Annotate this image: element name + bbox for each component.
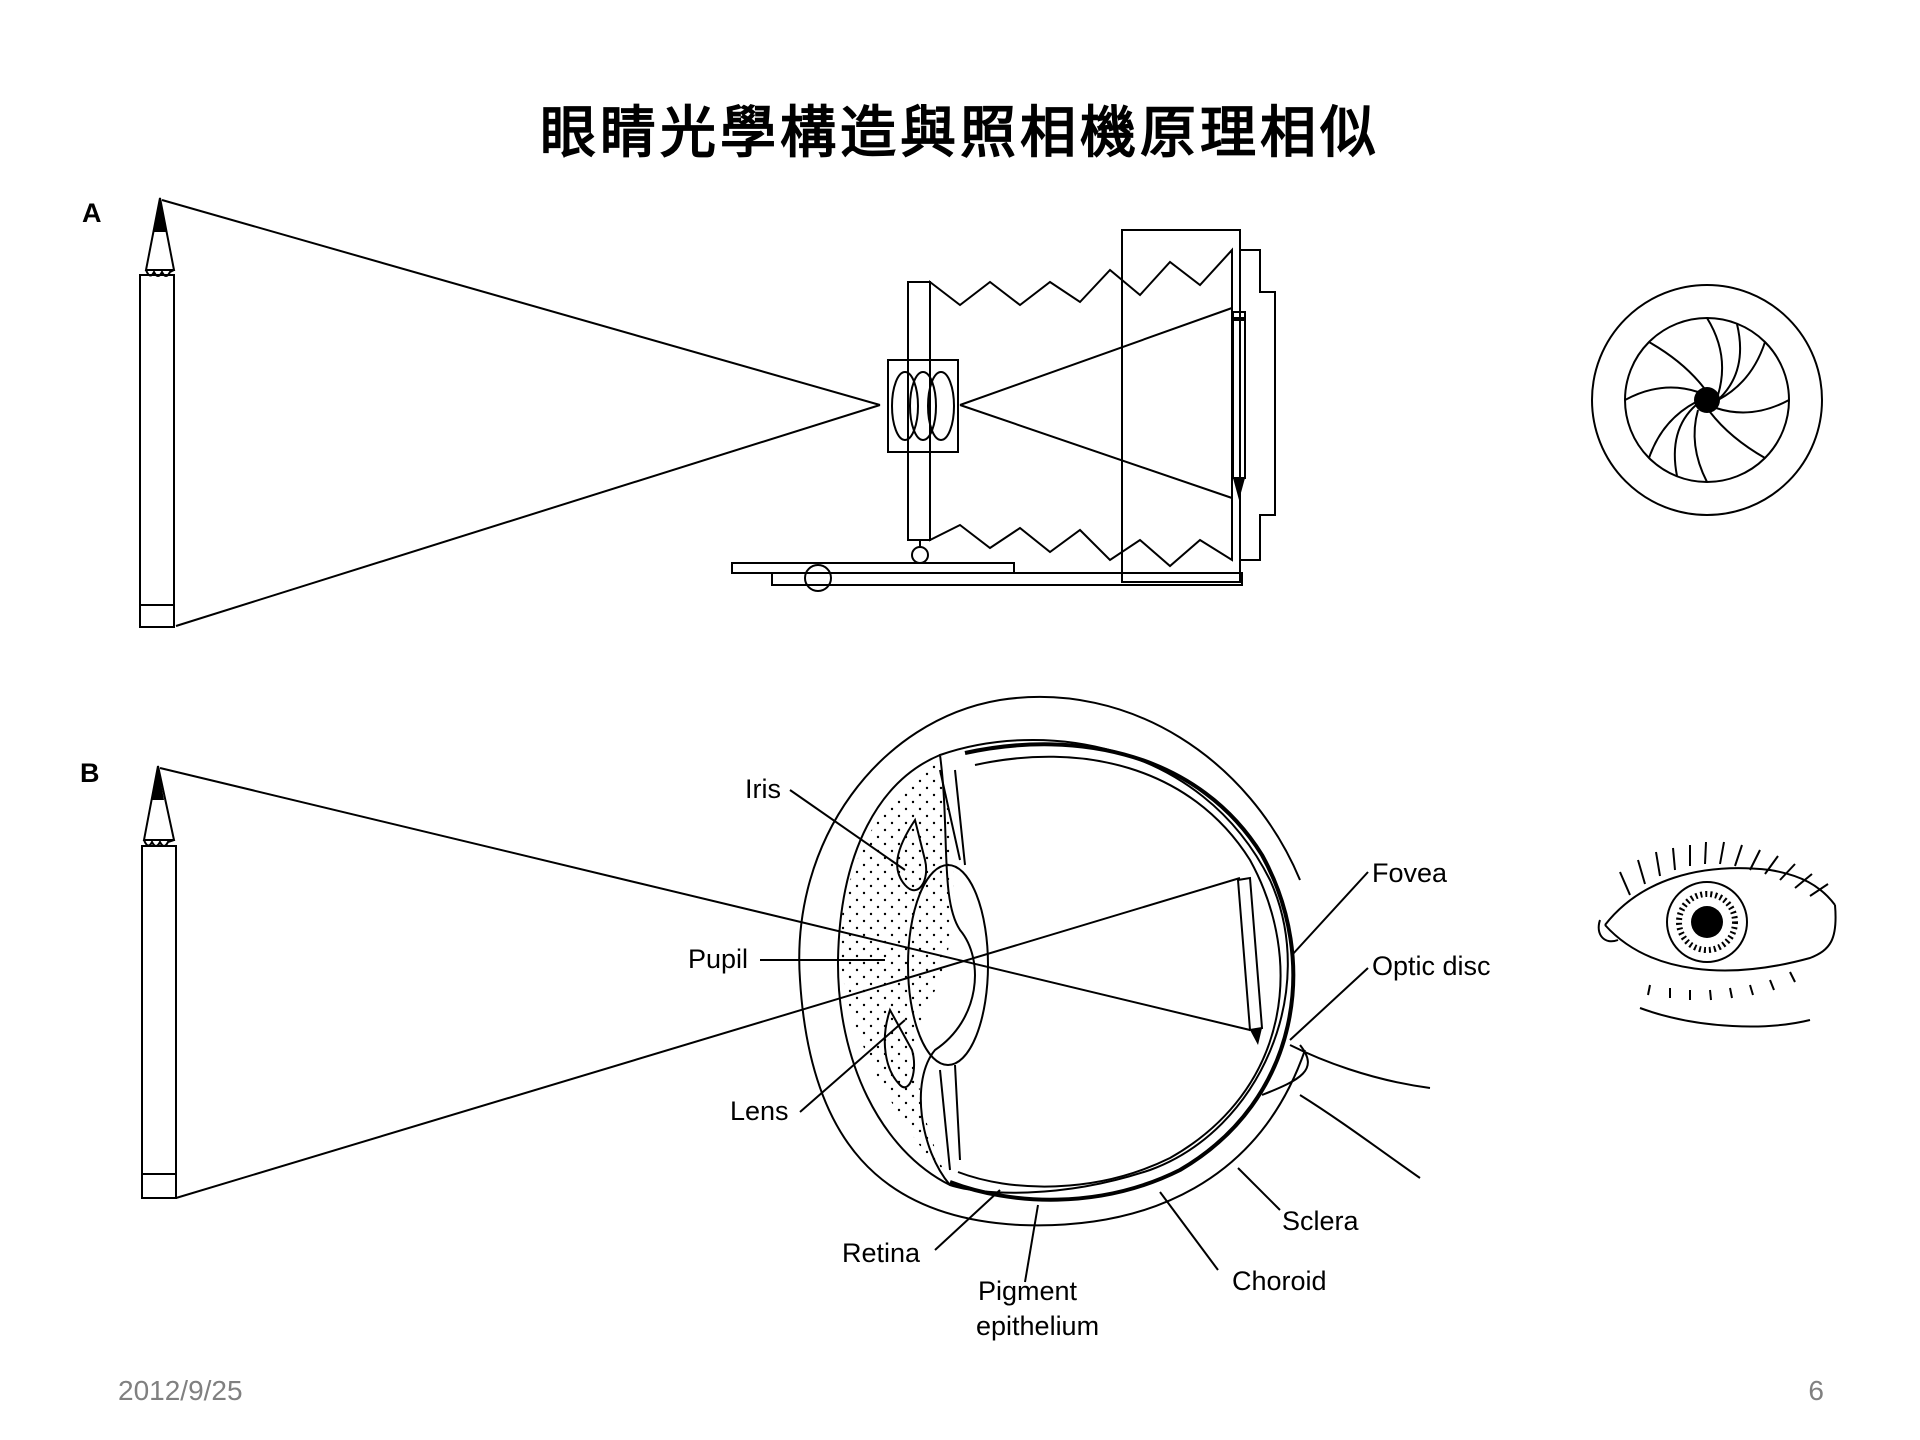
label-retina: Retina [842, 1238, 921, 1268]
label-sclera: Sclera [1282, 1206, 1360, 1236]
label-iris: Iris [745, 774, 781, 804]
footer-date: 2012/9/25 [118, 1375, 243, 1406]
pencil-object-a [139, 197, 176, 628]
light-rays-a [161, 199, 1233, 627]
label-fovea: Fovea [1372, 858, 1448, 888]
label-leader-lines [760, 789, 1369, 1283]
pencil-object-b [141, 765, 177, 1199]
label-pigment-line1: Pigment [978, 1276, 1078, 1306]
panel-a-label: A [82, 198, 102, 228]
camera-body [731, 229, 1276, 592]
label-lens: Lens [730, 1096, 789, 1126]
label-choroid: Choroid [1232, 1266, 1327, 1296]
label-pigment-line2: epithelium [976, 1311, 1099, 1341]
panel-b-label: B [80, 758, 100, 788]
light-rays-b [159, 767, 1251, 1199]
eye-cross-section [798, 695, 1431, 1227]
footer-page-number: 6 [1808, 1375, 1824, 1406]
slide-title: 眼睛光學構造與照相機原理相似 [540, 100, 1380, 166]
external-eye-icon [1597, 841, 1837, 1028]
aperture-diaphragm-icon [1591, 284, 1823, 516]
label-pupil: Pupil [688, 944, 748, 974]
label-optic-disc: Optic disc [1372, 951, 1491, 981]
